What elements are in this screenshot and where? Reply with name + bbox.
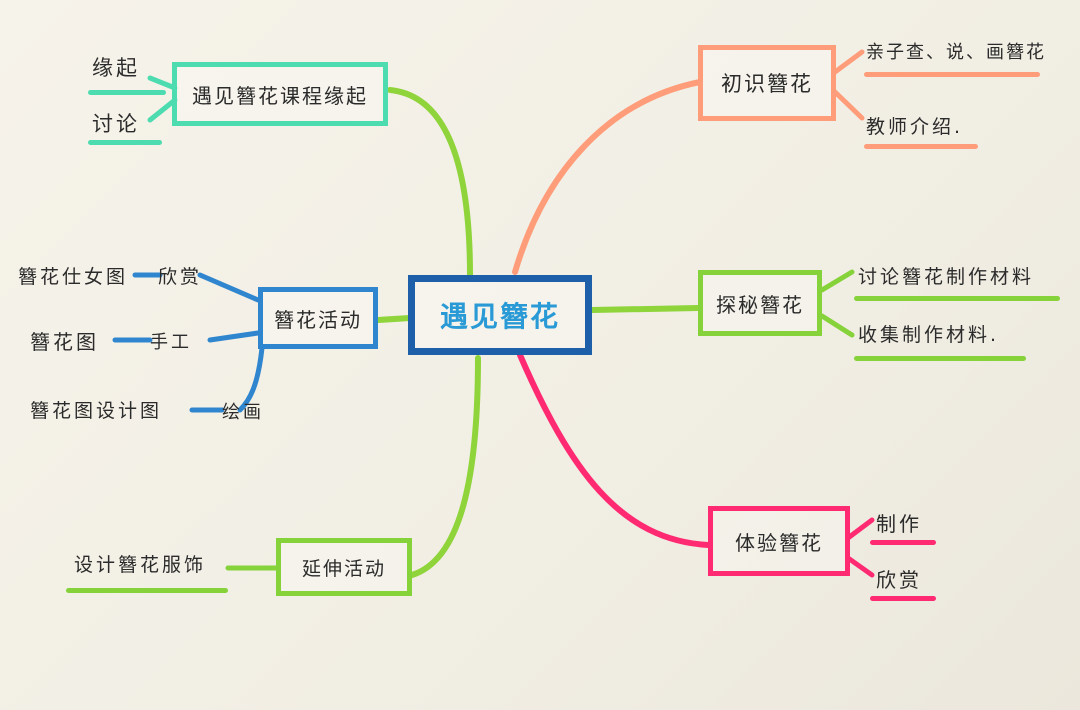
center-node: 遇见簪花 <box>408 275 592 355</box>
extension-leaf-1-underline <box>66 588 228 593</box>
branch-explore: 探秘簪花 <box>698 270 822 336</box>
connector-activity <box>375 315 413 323</box>
connector-know <box>512 79 703 275</box>
activity-leaf-2-left: 簪花图 <box>30 330 99 354</box>
connector-origin-leaf-2 <box>147 97 178 123</box>
know-leaf-2: 教师介绍. <box>866 116 964 138</box>
connector-know-leaf-1 <box>832 49 865 75</box>
branch-origin: 遇见簪花课程缘起 <box>172 62 388 126</box>
branch-experience: 体验簪花 <box>708 506 850 576</box>
experience-leaf-1: 制作 <box>876 512 922 536</box>
know-leaf-1: 亲子查、说、画簪花 <box>866 42 1046 63</box>
origin-leaf-2: 讨论 <box>92 112 140 136</box>
origin-leaf-1: 缘起 <box>92 56 140 80</box>
origin-leaf-1-underline <box>88 90 166 95</box>
activity-leaf-1-left: 簪花仕女图 <box>18 266 129 288</box>
connector-extension <box>409 355 481 578</box>
branch-activity: 簪花活动 <box>258 287 378 349</box>
connector-experience-leaf-2 <box>845 555 875 578</box>
activity-leaf-3-right: 绘画 <box>222 402 264 423</box>
branch-origin-label: 遇见簪花课程缘起 <box>192 83 368 108</box>
branch-activity-label: 簪花活动 <box>274 307 362 332</box>
experience-leaf-2: 欣赏 <box>876 568 922 592</box>
activity-leaf-2-right: 手工 <box>150 332 192 353</box>
explore-leaf-1-underline <box>854 296 1060 301</box>
connector-explore-leaf-2 <box>819 313 855 338</box>
connector-activity-leaf-3 <box>237 345 265 413</box>
connector-know-leaf-2 <box>832 89 865 121</box>
branch-extension: 延伸活动 <box>276 538 412 596</box>
branch-extension-label: 延伸活动 <box>301 557 386 580</box>
branch-know-label: 初识簪花 <box>721 72 813 96</box>
branch-explore-label: 探秘簪花 <box>716 292 804 317</box>
center-node-label: 遇见簪花 <box>439 300 560 333</box>
connector-explore <box>589 305 701 313</box>
connector-origin <box>387 87 473 278</box>
explore-leaf-2: 收集制作材料. <box>858 324 1000 346</box>
experience-leaf-2-underline <box>870 596 936 601</box>
activity-leaf-3-left: 簪花图设计图 <box>30 400 163 422</box>
know-leaf-2-underline <box>864 144 978 149</box>
experience-leaf-1-underline <box>870 540 936 545</box>
connector-experience <box>517 352 711 548</box>
origin-leaf-2-underline <box>88 140 162 145</box>
branch-know: 初识簪花 <box>698 45 836 121</box>
connector-explore-leaf-1 <box>819 269 855 293</box>
connector-activity-leaf-2 <box>207 330 261 343</box>
connector-experience-leaf-1 <box>845 517 875 541</box>
branch-experience-label: 体验簪花 <box>735 530 823 555</box>
extension-leaf-1: 设计簪花服饰 <box>74 554 207 576</box>
connector-activity-leaf-1 <box>197 272 261 303</box>
know-leaf-1-underline <box>864 72 1040 77</box>
connector-origin-leaf-1 <box>147 75 178 91</box>
explore-leaf-2-underline <box>854 356 1026 361</box>
explore-leaf-1: 讨论簪花制作材料 <box>858 266 1035 288</box>
activity-leaf-1-right: 欣赏 <box>158 266 203 288</box>
